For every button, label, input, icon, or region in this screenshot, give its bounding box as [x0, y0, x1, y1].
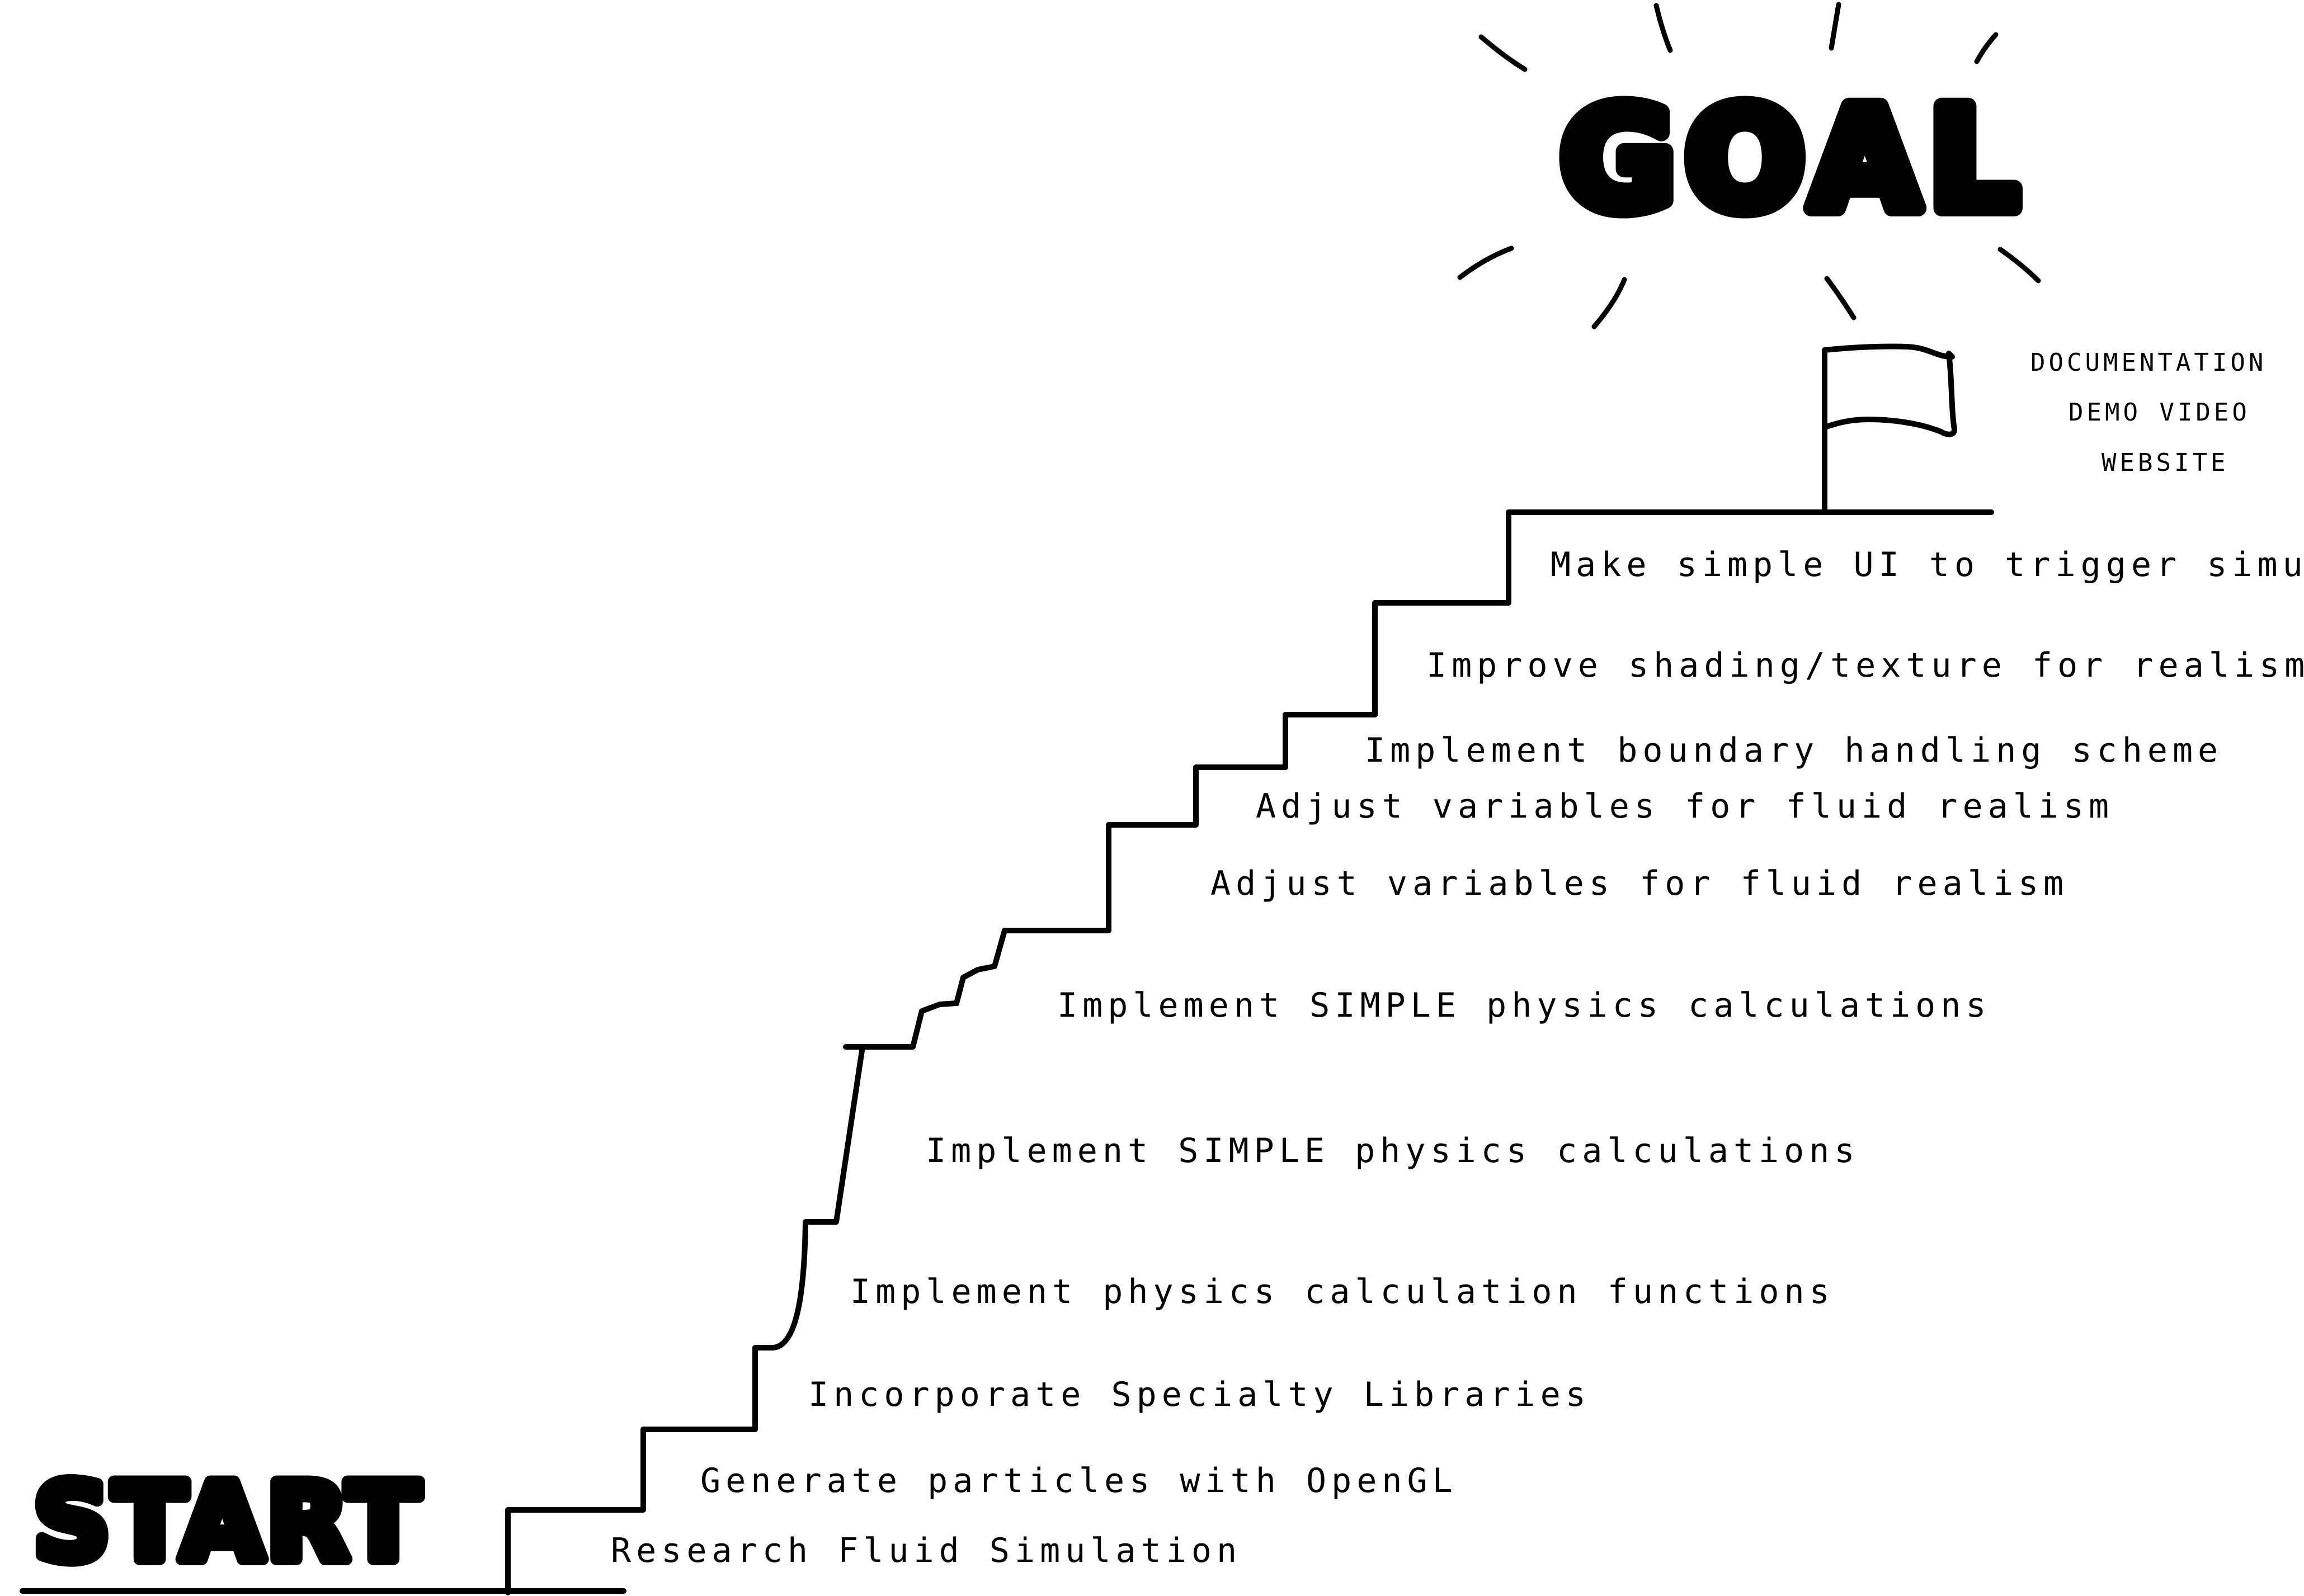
goal-item-demo-video: DEMO VIDEO — [2069, 398, 2250, 427]
step-label: Research Fluid Simulation — [611, 1531, 1242, 1570]
step-label: Adjust variables for fluid realism — [1256, 787, 2114, 826]
step-label: Implement physics calculation functions — [850, 1272, 1835, 1311]
goal-title: GOAL — [1561, 78, 2028, 241]
step-label: Implement boundary handling scheme — [1365, 731, 2223, 770]
goal-ray — [1457, 245, 1514, 280]
goal-item-documentation: DOCUMENTATION — [2030, 348, 2267, 377]
step-label: Make simple UI to trigger simulation — [1551, 545, 2304, 584]
goal-ray — [1591, 277, 1627, 329]
goal-burst: GOAL — [1457, 2, 2041, 329]
start-title: START — [34, 1461, 423, 1584]
goal-ray — [1824, 276, 1857, 320]
goal-ray — [1997, 247, 2041, 284]
step-label: Generate particles with OpenGL — [700, 1461, 1458, 1500]
step-label: Adjust variables for fluid realism — [1210, 864, 2069, 903]
step-label: Incorporate Specialty Libraries — [808, 1375, 1591, 1414]
step-label: Implement SIMPLE physics calculations — [926, 1131, 1860, 1170]
flag-icon — [1822, 343, 1957, 515]
step-label: Implement SIMPLE physics calculations — [1057, 986, 1991, 1025]
goal-ray — [1829, 2, 1841, 51]
goal-ray — [1653, 3, 1673, 53]
goal-ray — [1974, 32, 1999, 64]
step-label: Improve shading/texture for realism outp… — [1426, 646, 2304, 685]
flag-cloth — [1822, 343, 1957, 437]
goal-rays — [1457, 2, 2041, 329]
staircase-outline — [505, 509, 1994, 1595]
step-labels: Research Fluid Simulation Generate parti… — [611, 545, 2304, 1570]
goal-ray — [1478, 34, 1528, 72]
goal-items: DOCUMENTATION DEMO VIDEO WEBSITE — [2030, 348, 2267, 477]
goal-item-website: WEBSITE — [2102, 448, 2228, 477]
